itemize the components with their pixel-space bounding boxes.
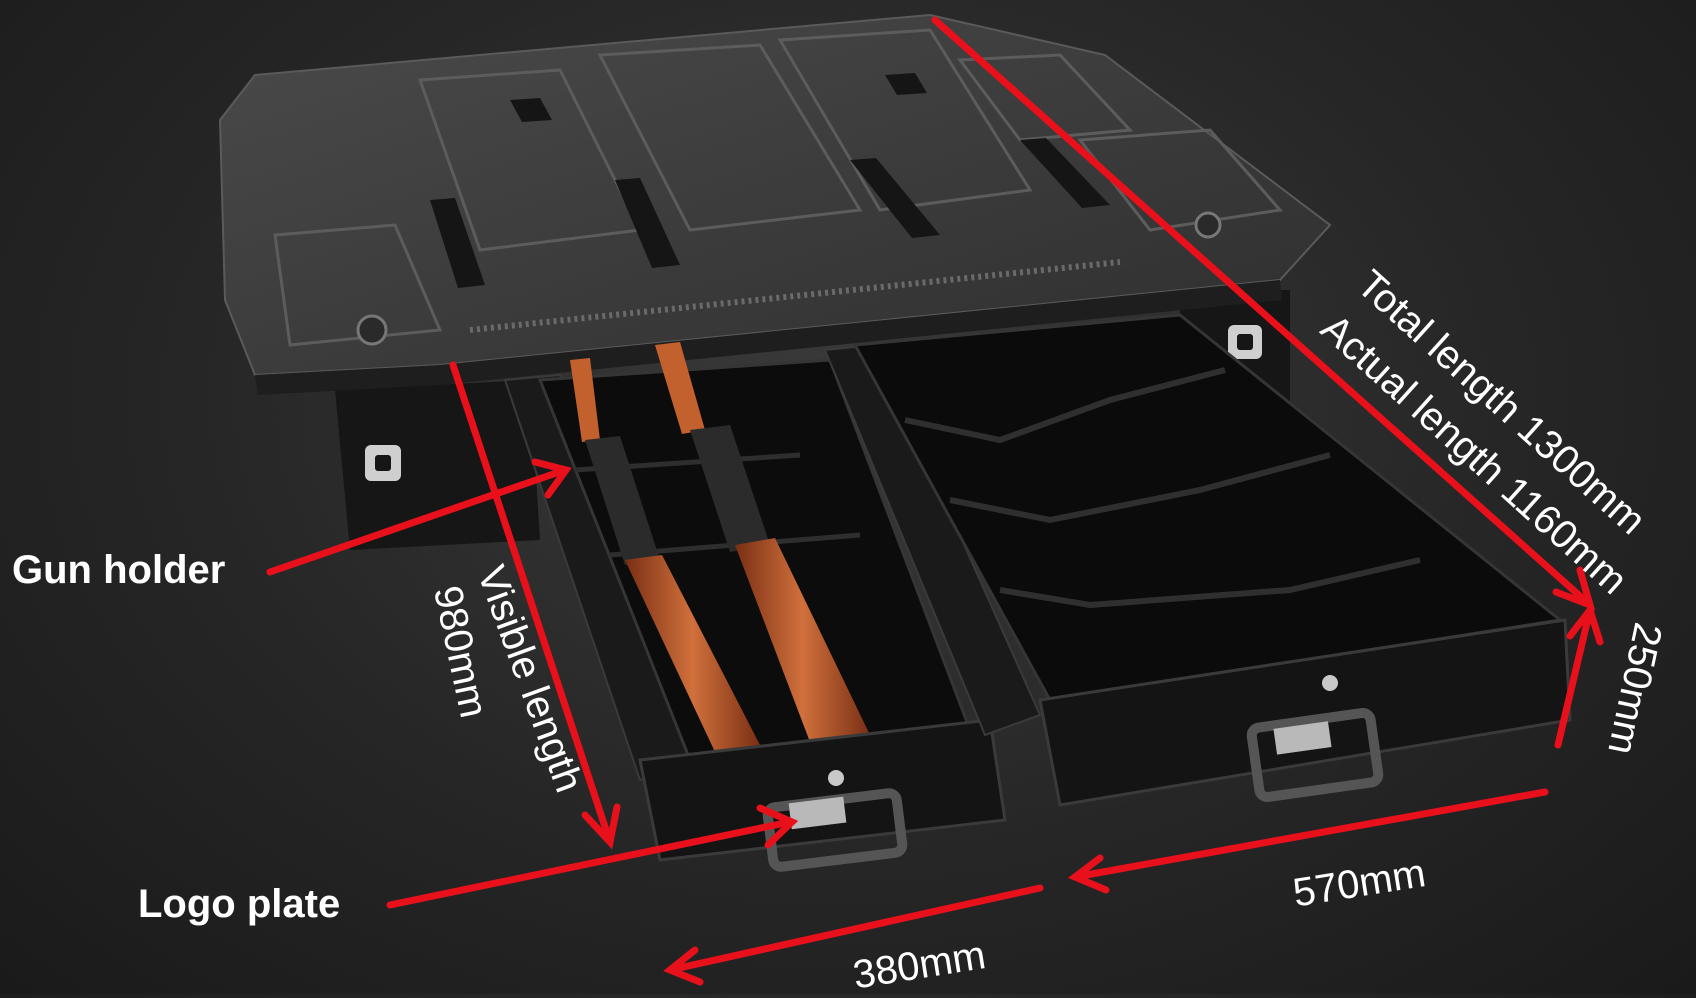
gun-holder-label: Gun holder — [12, 548, 226, 592]
logo-plate-label: Logo plate — [138, 882, 341, 926]
drawer-system — [218, 13, 1572, 872]
lid-knob-left — [356, 314, 388, 346]
shotgun-left — [570, 358, 760, 752]
gun-drawer-lock — [828, 770, 844, 786]
gun-holder-pointer — [266, 466, 569, 576]
logo-plate-pointer — [386, 818, 794, 909]
storage-drawer-logo-plate — [1273, 721, 1332, 755]
annotation-arrows — [266, 16, 1604, 986]
visible-length-dimension — [449, 361, 614, 846]
storage-divider-2 — [949, 452, 1331, 524]
total-length-dimension — [931, 16, 1594, 609]
lid-knob-right — [1194, 211, 1222, 239]
storage-divider-1 — [904, 367, 1226, 444]
storage-drawer-lock — [1322, 675, 1338, 691]
left-body-block — [335, 380, 540, 550]
storage-drawer-handle — [1246, 708, 1384, 802]
storage-drawer — [823, 313, 1572, 807]
lid-vents — [430, 73, 1110, 288]
storage-divider-3 — [999, 557, 1421, 609]
lid-front-edge — [255, 280, 1282, 395]
width-380-dimension — [666, 884, 1044, 974]
shotgun-right — [655, 342, 870, 742]
height-dimension — [1554, 606, 1594, 749]
gun-drawer-logo-plate — [788, 796, 847, 830]
gun-drawer-front — [638, 718, 1007, 862]
width-570-dimension — [1071, 788, 1549, 881]
storage-drawer-front — [1038, 618, 1572, 807]
